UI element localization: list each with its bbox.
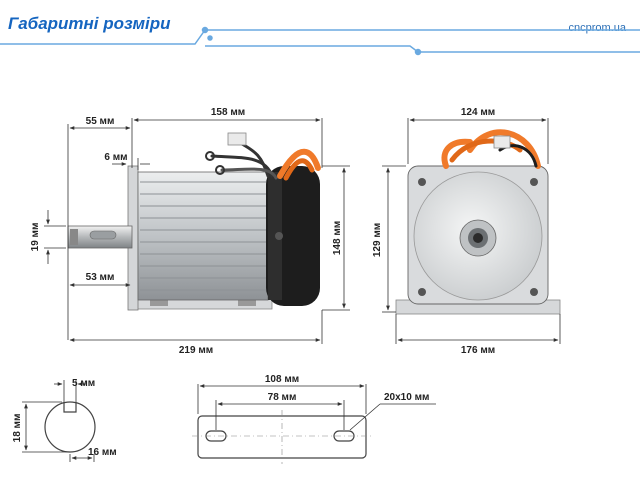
- side-dimension-labels: 158 мм 55 мм 6 мм 19 мм 53 мм 148 мм 219…: [30, 107, 343, 356]
- dim-front-width: 124 мм: [461, 107, 495, 118]
- dim-shaft-key-width: 5 мм: [72, 378, 95, 389]
- dim-plate-slot: 20x10 мм: [384, 392, 429, 403]
- side-dimension-lines: [44, 118, 350, 344]
- dim-plate-total: 108 мм: [265, 374, 299, 385]
- dim-front-height: 129 мм: [372, 223, 383, 257]
- dim-shaft-section-h: 18 мм: [12, 414, 23, 443]
- dim-side-shaft-length: 55 мм: [86, 116, 115, 127]
- plate-dimension-labels: 108 мм 78 мм 20x10 мм: [265, 374, 430, 403]
- shaft-dimension-labels: 5 мм 18 мм 16 мм: [12, 378, 117, 458]
- dim-side-shaft-diameter: 19 мм: [30, 223, 41, 252]
- dim-side-shaft-base: 53 мм: [86, 272, 115, 283]
- dim-shaft-section-d: 16 мм: [88, 447, 117, 458]
- header-lines: [0, 26, 640, 56]
- motor-front-view: [395, 129, 561, 315]
- mounting-plate: [192, 410, 372, 464]
- front-dimension-lines: [382, 118, 561, 344]
- motor-side-view: [67, 132, 321, 311]
- dim-side-total-length: 219 мм: [179, 345, 213, 356]
- dim-side-key-offset: 6 мм: [104, 152, 127, 163]
- shaft-dimension-lines: [22, 380, 95, 462]
- dim-side-top: 158 мм: [211, 107, 245, 118]
- page-title: Габаритні розміри: [8, 14, 171, 33]
- site-label[interactable]: cncprom.ua: [568, 22, 626, 34]
- dim-side-height: 148 мм: [332, 221, 343, 255]
- plate-dimension-lines: [197, 384, 436, 431]
- dim-front-base: 176 мм: [461, 345, 495, 356]
- front-dimension-labels: 124 мм 129 мм 176 мм: [372, 107, 495, 356]
- shaft-cross-section: [44, 401, 96, 453]
- dim-plate-holes: 78 мм: [268, 392, 297, 403]
